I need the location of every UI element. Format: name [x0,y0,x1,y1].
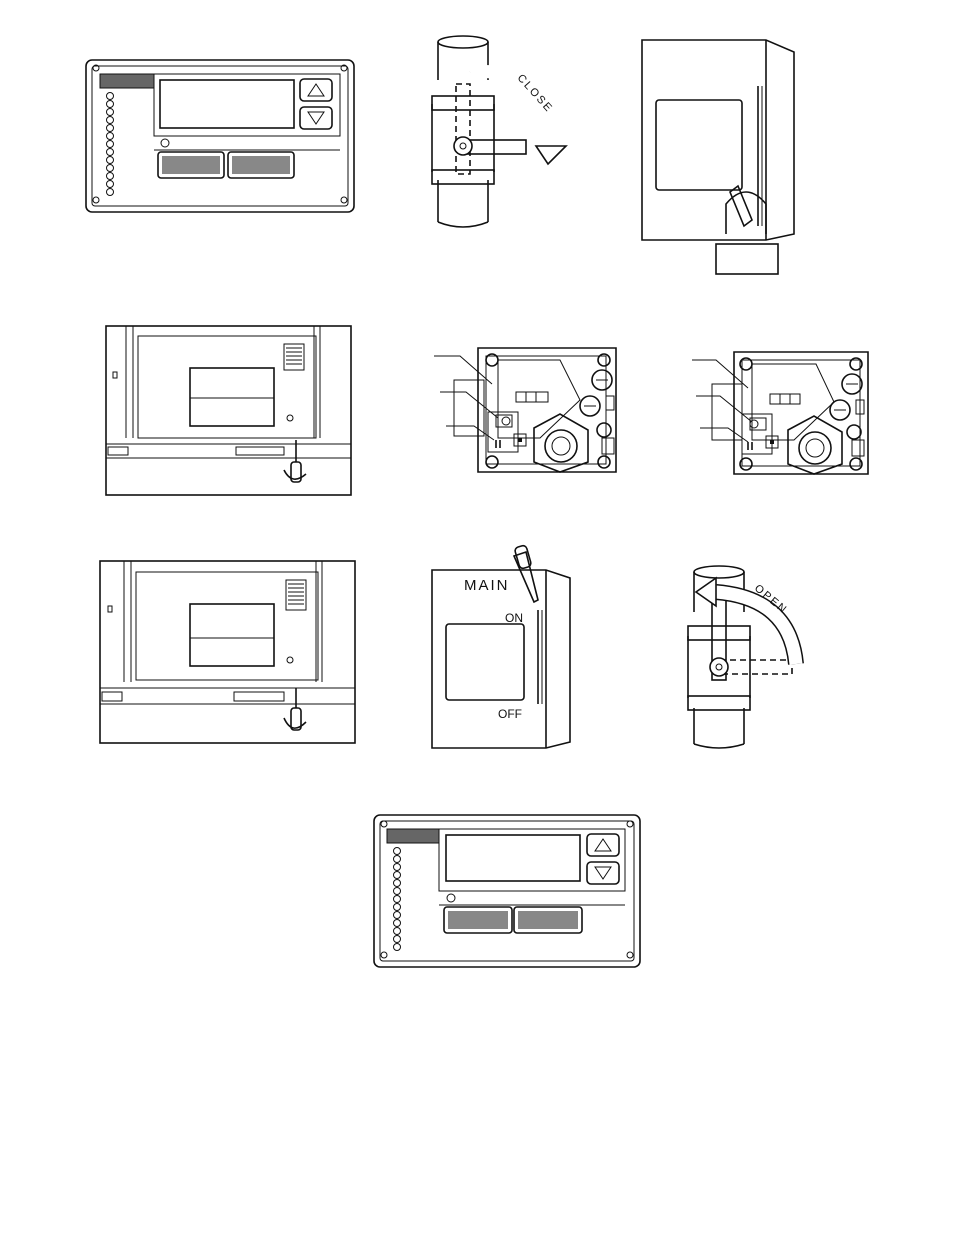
gas-valve-open: OPEN [688,566,796,748]
indicator-leds [394,848,401,951]
off-label: OFF [498,707,522,721]
main-label: MAIN [464,577,510,594]
main-disconnect-switch: MAIN ON OFF [432,545,570,748]
disconnect-box-locked [642,40,794,274]
indicator-leds [107,93,114,196]
gas-valve-close: CLOSE [432,36,566,227]
gas-valve-body-a [434,348,616,472]
on-label: ON [505,611,523,625]
control-panel-bottom [374,815,640,967]
furnace-panel-screw-out [106,326,351,495]
furnace-panel-screw-in [100,561,355,743]
gas-valve-body-b [692,352,868,474]
control-panel-top [86,60,354,212]
